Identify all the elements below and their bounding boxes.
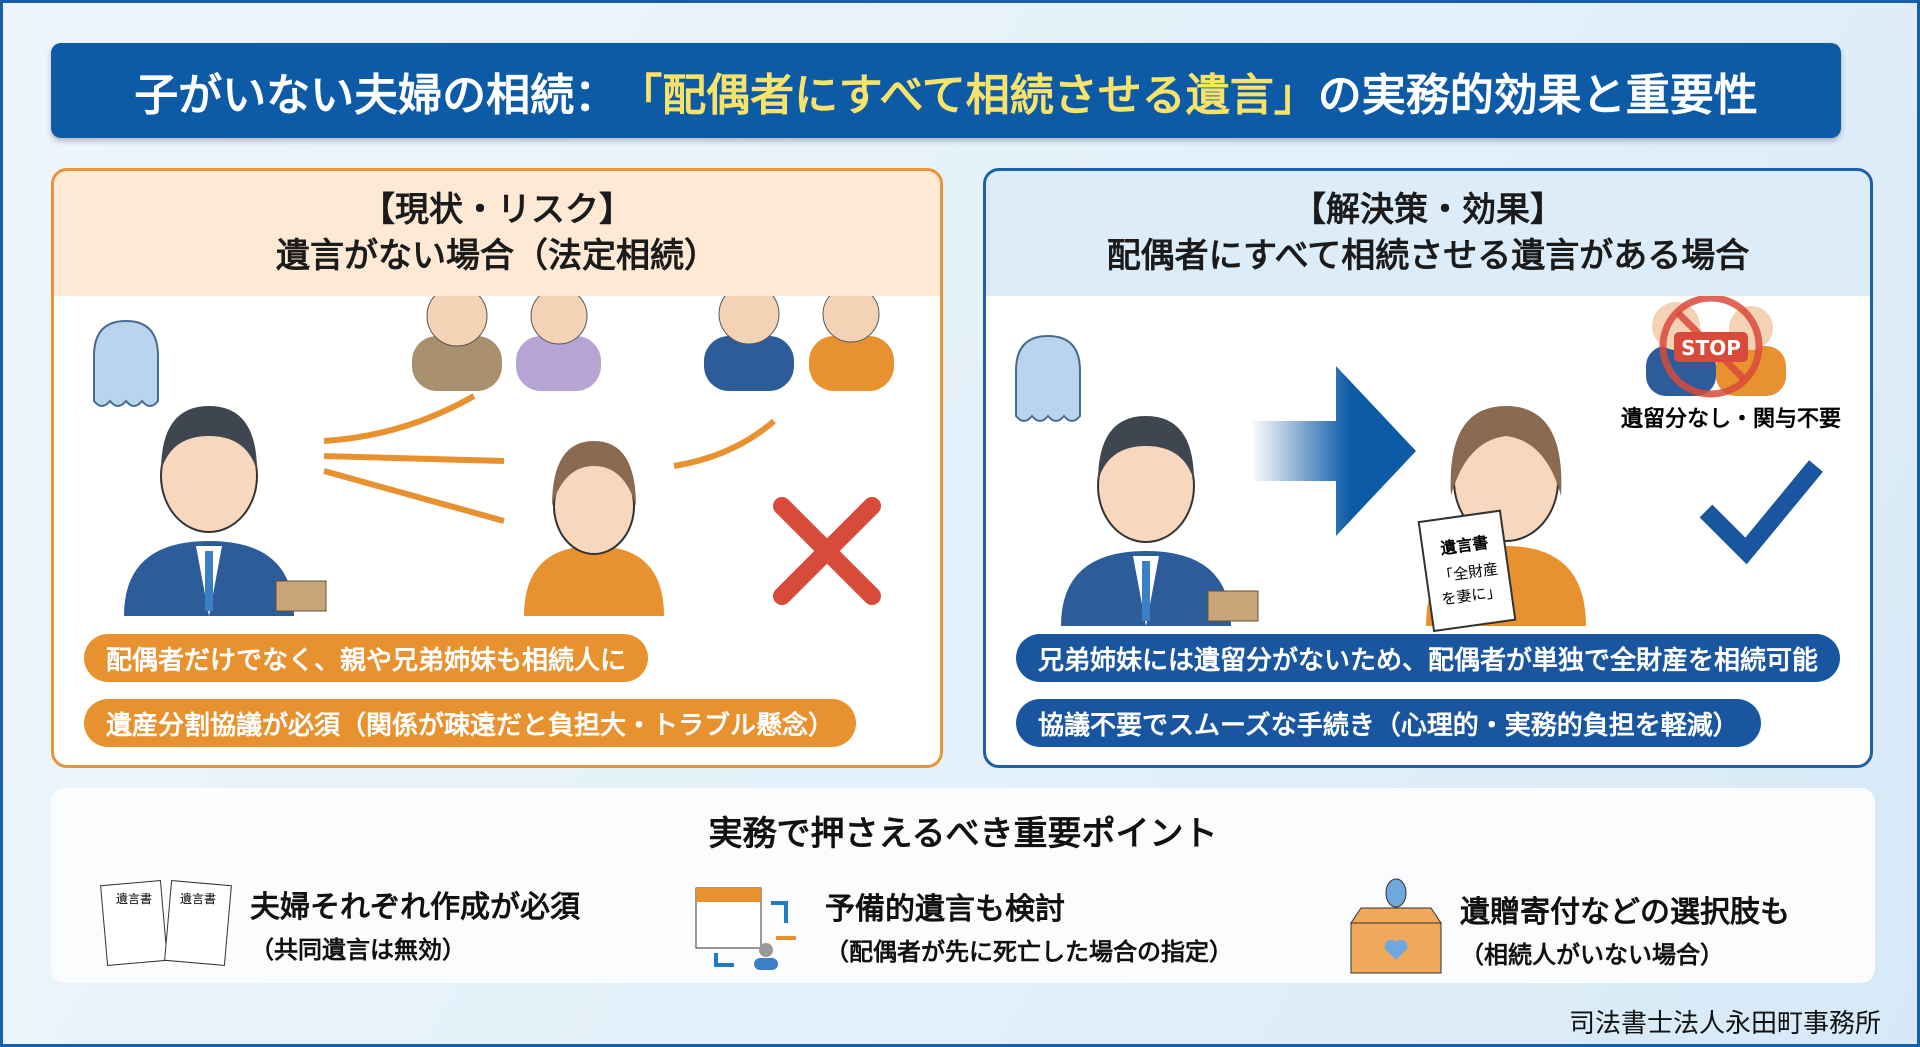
title-part1: 子がいない夫婦の相続：	[134, 69, 619, 121]
risk-point: 配偶者だけでなく、親や兄弟姉妹も相続人に	[84, 634, 649, 682]
solution-point: 協議不要でスムーズな手続き（心理的・実務的負担を軽減）	[1016, 699, 1761, 747]
key-points-title: 実務で押さえるべき重要ポイント	[708, 814, 1218, 854]
svg-text:遺言書: 遺言書	[180, 891, 216, 906]
solution-heading: 配偶者にすべて相続させる遺言がある場合	[1106, 235, 1750, 276]
firm-credit: 司法書士法人永田町事務所	[1568, 1009, 1881, 1039]
key-point-item: 予備的遺言も検討 （配偶者が先に死亡した場合の指定）	[691, 878, 1233, 973]
key-point-sub: （相続人がいない場合）	[1460, 940, 1724, 969]
parents-icon	[412, 296, 601, 391]
solution-panel-header: 【解決策・効果】 配偶者にすべて相続させる遺言がある場合	[986, 171, 1870, 296]
solution-heading-label: 【解決策・効果】	[1292, 189, 1564, 230]
risk-panel: 【現状・リスク】 遺言がない場合（法定相続） 配偶者だけでなく、親や兄弟姉妹も相…	[51, 168, 943, 768]
two-wills-icon: 遺言書 遺言書	[100, 879, 232, 967]
risk-point: 遺産分割協議が必須（関係が疎遠だと負担大・トラブル懸念）	[84, 699, 857, 747]
page-title: 子がいない夫婦の相続：「配偶者にすべて相続させる遺言」の実務的効果と重要性	[51, 43, 1841, 138]
ghost-icon	[93, 319, 159, 407]
key-point-item: 遺言書 遺言書 夫婦それぞれ作成が必須 （共同遺言は無効）	[96, 878, 580, 968]
deceased-husband-icon	[1061, 416, 1259, 626]
risk-heading: 遺言がない場合（法定相続）	[276, 235, 718, 276]
cross-icon	[773, 497, 881, 605]
key-point-main: 遺贈寄付などの選択肢も	[1460, 894, 1790, 930]
key-point-main: 夫婦それぞれ作成が必須	[250, 889, 580, 925]
key-point-item: 遺贈寄付などの選択肢も （相続人がいない場合）	[1346, 878, 1790, 978]
transfer-arrow	[1251, 366, 1416, 536]
worried-wife-icon	[524, 441, 664, 616]
svg-text:遺言書: 遺言書	[116, 891, 152, 906]
title-part2: の実務的効果と重要性	[1317, 69, 1758, 121]
key-point-main: 予備的遺言も検討	[825, 892, 1065, 927]
stop-caption: 遺留分なし・関与不要	[1621, 406, 1841, 432]
risk-panel-header: 【現状・リスク】 遺言がない場合（法定相続）	[54, 171, 940, 296]
split-arrows	[323, 393, 776, 524]
key-points-panel: 実務で押さえるべき重要ポイント 遺言書 遺言書 夫婦それぞれ作成が必須 （共同遺言は…	[51, 788, 1875, 983]
deceased-husband-icon	[124, 406, 327, 616]
key-point-sub: （共同遺言は無効）	[250, 935, 466, 964]
risk-heading-label: 【現状・リスク】	[361, 189, 633, 230]
svg-text:STOP: STOP	[1681, 336, 1741, 360]
ghost-icon	[1015, 334, 1081, 422]
title-highlight: 「配偶者にすべて相続させる遺言」	[618, 69, 1318, 121]
risk-illustration	[93, 296, 894, 616]
checkmark-icon	[1699, 460, 1823, 565]
siblings-icon	[704, 296, 894, 391]
key-point-sub: （配偶者が先に死亡した場合の指定）	[825, 938, 1233, 966]
solution-point: 兄弟姉妹には遺留分がないため、配偶者が単独で全財産を相続可能	[1016, 634, 1841, 682]
calendar-backup-icon	[695, 887, 796, 970]
donation-box-icon	[1350, 878, 1442, 974]
stop-siblings-icon: STOP	[1646, 296, 1786, 398]
solution-panel: 【解決策・効果】 配偶者にすべて相続させる遺言がある場合 遺言書「全財産を妻に」…	[983, 168, 1873, 768]
